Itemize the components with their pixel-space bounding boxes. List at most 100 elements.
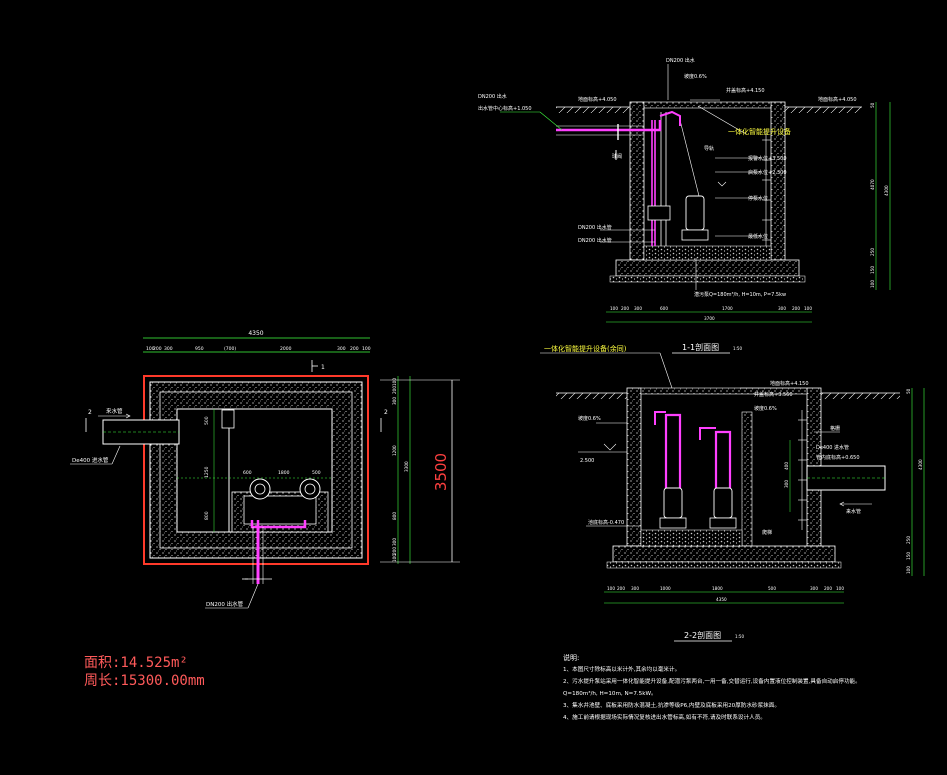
s2-bottom-total: 4350 — [716, 597, 727, 602]
plan-outline — [143, 375, 369, 565]
dim: 3300 — [404, 461, 409, 472]
s2-elev-250: 2.500 — [580, 458, 594, 464]
dim: 200 — [153, 346, 162, 352]
dim: 50 — [906, 388, 911, 394]
dim: 100 — [392, 378, 397, 386]
dim: 100 — [146, 346, 155, 352]
dim: 800 — [204, 511, 210, 520]
s1-pipe-a: DN200 出水管 — [578, 224, 612, 231]
s2-grille: 格栅 — [830, 425, 840, 432]
dim: 100 — [607, 586, 615, 591]
dim: 1200 — [392, 445, 397, 456]
note-item: Q=180m³/h, H=10m, N=7.5kW。 — [563, 691, 657, 697]
note-item: 4、施工前请根据现场实际情况复核进出水管标高,如有不符,请及时联系设计人员。 — [563, 715, 766, 721]
note-item: 3、集水井池壁、底板采用防水混凝土,抗渗等级P6,内壁及底板采用20厚防水砂浆抹… — [563, 703, 780, 709]
s1-stop: 停泵水位 — [748, 195, 768, 202]
section-mark-1: 1 — [321, 364, 325, 371]
dim: 200 — [617, 586, 625, 591]
plan-top-dims: 100 200 300 950 (700) 2000 300 200 100 — [146, 346, 371, 352]
s2-bottom-elev: 池底标高-0.470 — [588, 519, 624, 526]
wall-left — [626, 387, 642, 547]
outlet-pipe-label: DN200 出水管 — [206, 600, 244, 608]
pump-icon — [249, 478, 271, 500]
dim: 300 — [631, 586, 639, 591]
dim: 4300 — [918, 459, 923, 470]
notes-block: 说明: 1、本图尺寸除标高以米计外,其余均以毫米计。 2、污水提升泵站采用一体化… — [563, 652, 933, 724]
s1-pipe-b: DN200 出水管 — [578, 237, 612, 244]
s2-title: 2-2剖面图 — [684, 630, 721, 640]
dim: 250 — [906, 536, 911, 544]
dim: 100 — [610, 306, 618, 311]
dim: 250 — [870, 248, 875, 256]
dim: 150 — [906, 552, 911, 560]
dim: 100 — [392, 554, 397, 562]
section-mark-2-right: 2 — [384, 409, 388, 416]
pump-icon — [299, 478, 321, 500]
dim: 300 — [778, 306, 786, 311]
s2-ground-right: 地面标高+4.150 — [770, 380, 809, 387]
dim: 950 — [195, 346, 204, 352]
note-item: 1、本图尺寸除标高以米计外,其余均以毫米计。 — [563, 667, 681, 673]
plan-overall-width: 4350 — [248, 330, 263, 337]
dim: 300 — [337, 346, 346, 352]
dim: 100 — [836, 586, 844, 591]
s1-pump-spec: 潜污泵Q=180m³/h, H=10m, P=7.5kw — [694, 291, 786, 298]
s2-device-name: 一体化智能提升设备(余同) — [544, 344, 627, 353]
s1-top-pipe-label: DN200 出水 — [666, 57, 695, 64]
section-1-1: DN200 出水 出水管中心标高+1.050 地面标高+4.050 地面标高+4… — [478, 57, 891, 354]
dim: 100 — [906, 566, 911, 574]
dim: 4070 — [870, 179, 875, 190]
dim: 100 — [870, 280, 875, 288]
inlet-label: 来水管 — [106, 407, 123, 415]
area-text: 面积:14.525m² — [84, 655, 188, 671]
dim: 300 — [164, 346, 173, 352]
dim: 50 — [870, 102, 875, 108]
s1-min: 最低水位 — [748, 233, 768, 240]
s2-inlet-pipe: De400 进水管 — [816, 444, 849, 451]
s1-guide: 导轨 — [704, 145, 714, 152]
s1-scale: 1:50 — [733, 346, 742, 351]
dim: 1700 — [722, 306, 733, 311]
dim: 200 — [350, 346, 359, 352]
dim: 1250 — [204, 466, 210, 478]
dim: 300 — [810, 586, 818, 591]
dim: 300 — [784, 480, 789, 488]
wall-right — [770, 101, 786, 261]
plan-right-dims: 100 200 300 1200 3300 800 300 200 100 — [392, 378, 409, 562]
dim: 150 — [870, 266, 875, 274]
note-item: 2、污水提升泵站采用一体化智能提升设备,配潜污泵两台,一用一备,交替运行,设备内… — [563, 679, 861, 685]
s1-outlet-elev: 出水管中心标高+1.050 — [478, 105, 532, 112]
pump-icon — [685, 195, 705, 231]
inlet-pipe-label: De400 进水管 — [72, 456, 109, 464]
dim: (700) — [224, 346, 236, 352]
s2-scale: 1:50 — [735, 634, 744, 639]
s1-ground-right: 地面标高+4.050 — [818, 96, 857, 103]
plan-stats: 面积:14.525m² 周长:15300.00mm — [84, 654, 284, 690]
dim: 1800 — [712, 586, 723, 591]
dim: 2000 — [280, 346, 292, 352]
dim: 300 — [634, 306, 642, 311]
s1-device-name: 一体化智能提升设备 — [728, 127, 791, 136]
outlet-pipe — [556, 120, 662, 132]
s2-inlet-elev: 管内底标高+0.650 — [816, 454, 860, 461]
dim: 100 — [804, 306, 812, 311]
dim: 400 — [784, 462, 789, 470]
s1-outlet-pipe-label: DN200 出水 — [478, 93, 507, 100]
dim: 200 — [392, 547, 397, 555]
dim: 300 — [392, 397, 397, 405]
dim: 200 — [392, 386, 397, 394]
plan-view: 4350 100 200 300 950 (700) 2000 300 200 … — [70, 330, 460, 609]
base-slab — [612, 545, 836, 563]
dim: 500 — [768, 586, 776, 591]
dim: 200 — [621, 306, 629, 311]
s2-slope: 坡度0.6% — [578, 415, 601, 422]
dim: 100 — [362, 346, 371, 352]
dim: 300 — [392, 538, 397, 546]
s1-alarm: 报警水位+3.500 — [748, 155, 787, 162]
dim: 800 — [392, 512, 397, 520]
s1-start: 启泵水位+2.300 — [748, 169, 787, 176]
section-mark-2: 2 — [88, 409, 92, 416]
perimeter-text: 周长:15300.00mm — [84, 673, 205, 689]
s1-slope: 坡度0.6% — [684, 73, 707, 80]
